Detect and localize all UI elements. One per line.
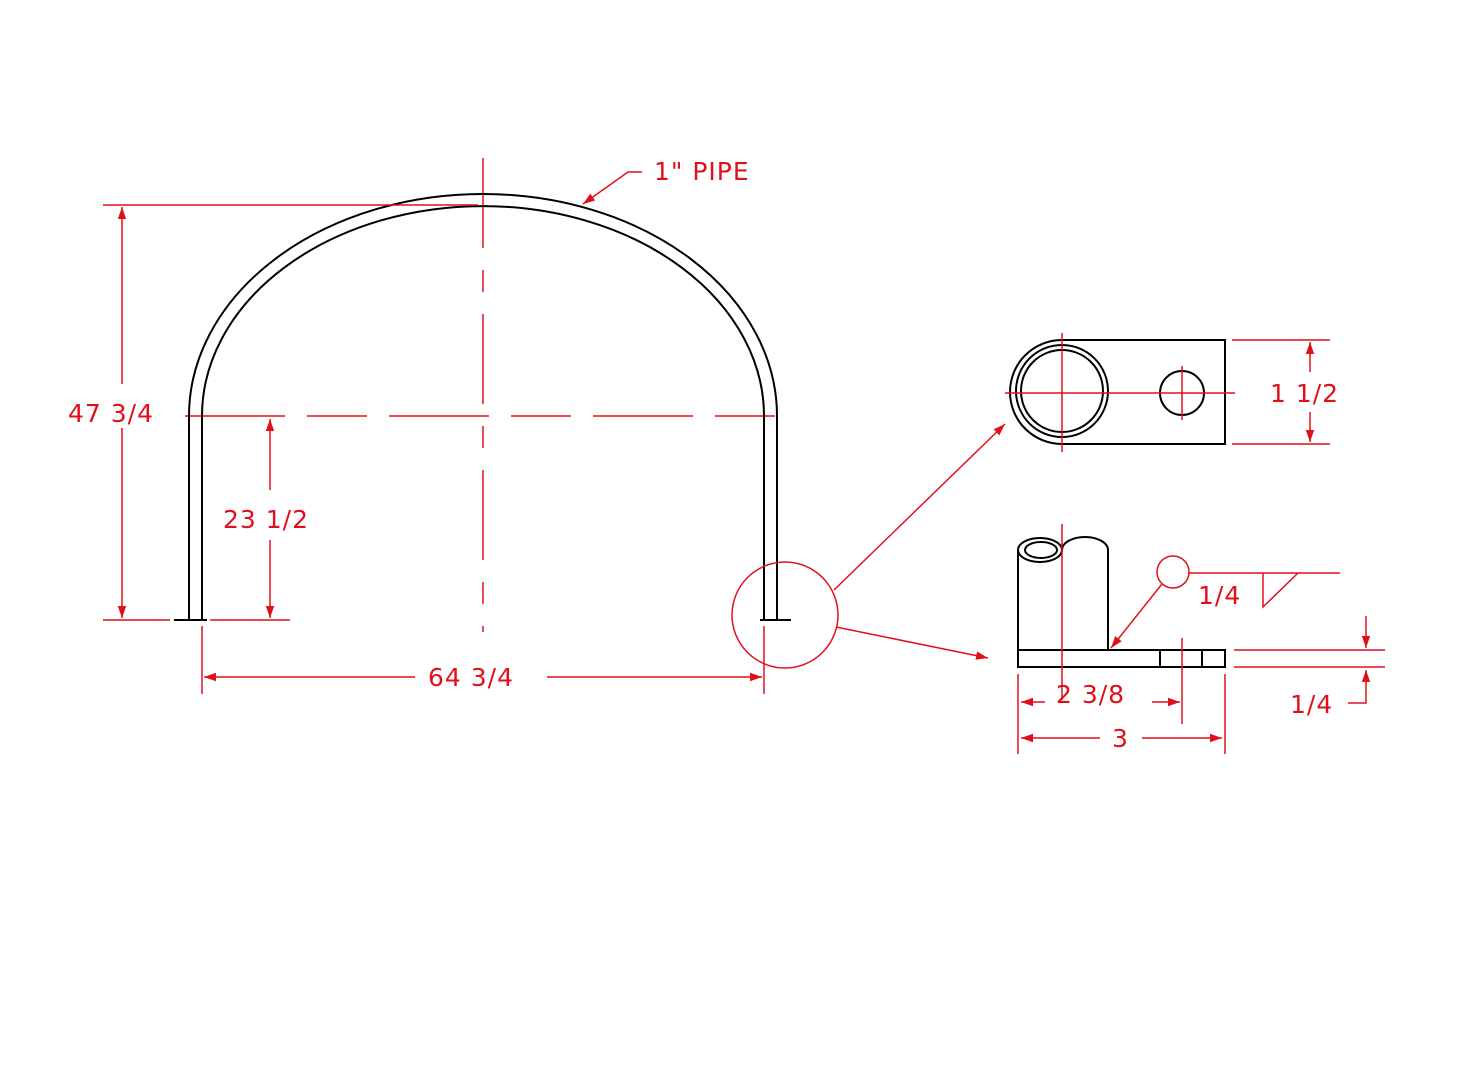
- plate-length-dimension: [1021, 674, 1226, 754]
- pipe-stub-bore: [1024, 541, 1058, 559]
- overall-width-dimension: [201, 626, 765, 694]
- overall-height-label: 47 3/4: [68, 399, 154, 428]
- center-lines: [185, 158, 785, 632]
- detail-callout: [731, 423, 1006, 669]
- overall-height-dimension: [103, 204, 478, 621]
- plate-width-dimension: [1232, 339, 1330, 445]
- base-plate-side: [1017, 649, 1226, 668]
- thickness-arrow-lower: [1348, 670, 1371, 704]
- plate-length-label: 3: [1112, 724, 1129, 753]
- detail-leader-to-top-view: [833, 423, 1006, 591]
- fillet-weld-symbol: [1262, 572, 1299, 609]
- pipe-callout-leader: [582, 171, 642, 205]
- weld-size-label: 1/4: [1198, 581, 1241, 610]
- plate-thickness-label: 1/4: [1290, 690, 1333, 719]
- pipe-callout: 1" PIPE: [582, 157, 750, 205]
- front-view-outline: [1017, 536, 1226, 668]
- overall-width-label: 64 3/4: [428, 663, 514, 692]
- pipe-callout-label: 1" PIPE: [654, 157, 750, 186]
- pipe-outline: [174, 193, 791, 621]
- base-plate-top-view: 1 1/2: [1005, 333, 1339, 452]
- weld-symbol: [1110, 555, 1340, 649]
- pipe-stub-body: [1017, 550, 1109, 650]
- hole-location-label: 2 3/8: [1056, 680, 1125, 709]
- pipe-arch-view: 1" PIPE 47 3/4 23 1/2 64 3/4: [68, 157, 1006, 694]
- hole-location-dimension: [1017, 674, 1180, 754]
- plate-outline: [1009, 339, 1226, 445]
- plate-width-label: 1 1/2: [1270, 379, 1339, 408]
- pipe-stub-cut: [1061, 536, 1109, 551]
- detail-circle: [731, 561, 839, 669]
- detail-leader-to-front-view: [835, 626, 989, 660]
- pipe-inner-edge: [201, 205, 765, 620]
- base-plate-front-view: 1/4 2 3/8 3 1/4: [1017, 524, 1385, 754]
- front-view-center-lines: [1061, 524, 1183, 724]
- leg-height-label: 23 1/2: [223, 505, 309, 534]
- leg-height-dimension: [210, 419, 290, 621]
- pipe-outer-edge: [188, 193, 778, 620]
- top-view-center-lines: [1005, 333, 1235, 452]
- plate-thickness-dimension: [1234, 616, 1385, 704]
- weld-all-around-circle: [1156, 555, 1190, 589]
- top-view-outline: [1009, 339, 1226, 445]
- weld-arrow-leader: [1110, 583, 1163, 649]
